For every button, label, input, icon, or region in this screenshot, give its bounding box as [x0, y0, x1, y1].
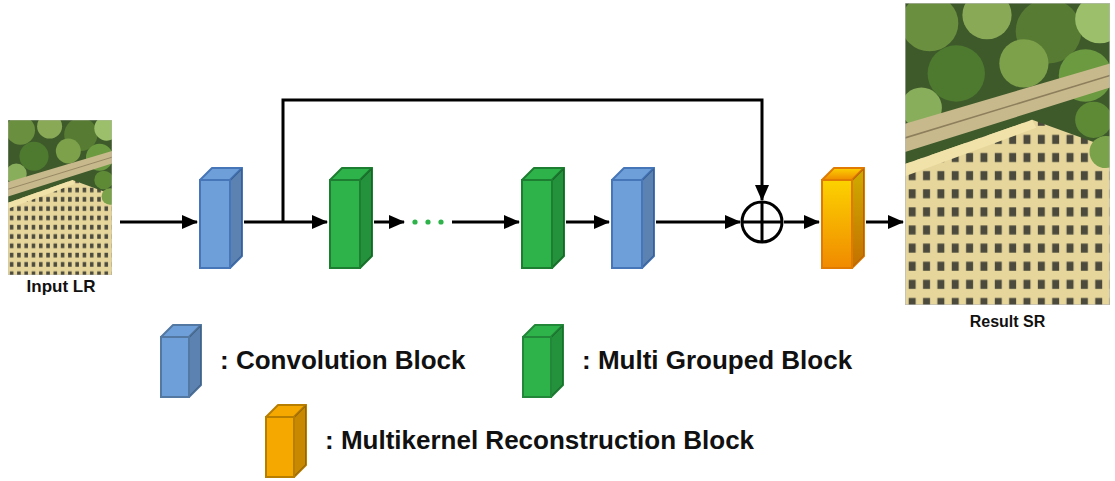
flow-arrow [656, 221, 740, 224]
flow-arrow [452, 221, 519, 224]
network-block [522, 168, 564, 268]
network-block [330, 168, 372, 268]
legend-swatch [158, 323, 204, 399]
flow-arrow [866, 221, 903, 224]
input-image [6, 114, 119, 275]
legend-text: : Multikernel Reconstruction Block [325, 425, 754, 456]
image-panel: Result SR [903, 1, 1112, 331]
result-image [901, 0, 1115, 305]
legend-item: : Multi Grouped Block [520, 323, 852, 399]
flow-arrow [784, 221, 819, 224]
legend-swatch [520, 323, 566, 399]
legend-text: : Convolution Block [220, 345, 466, 376]
flow-arrow [120, 221, 197, 224]
ellipsis-dots [412, 219, 443, 224]
image-label: Result SR [970, 312, 1046, 331]
network-block [200, 168, 242, 268]
image-label: Input LR [27, 277, 96, 297]
network-blocks [200, 168, 864, 268]
legend-item: : Multikernel Reconstruction Block [263, 403, 754, 479]
flow-arrow [566, 221, 609, 224]
legend-swatch [263, 403, 309, 479]
legend-item: : Convolution Block [158, 323, 466, 399]
network-block [822, 168, 864, 268]
network-block [612, 168, 654, 268]
image-panel: Input LR [4, 118, 118, 297]
flow-arrow [244, 221, 327, 224]
add-symbol [742, 202, 782, 242]
flow-arrow [374, 221, 404, 224]
legend-text: : Multi Grouped Block [582, 345, 852, 376]
